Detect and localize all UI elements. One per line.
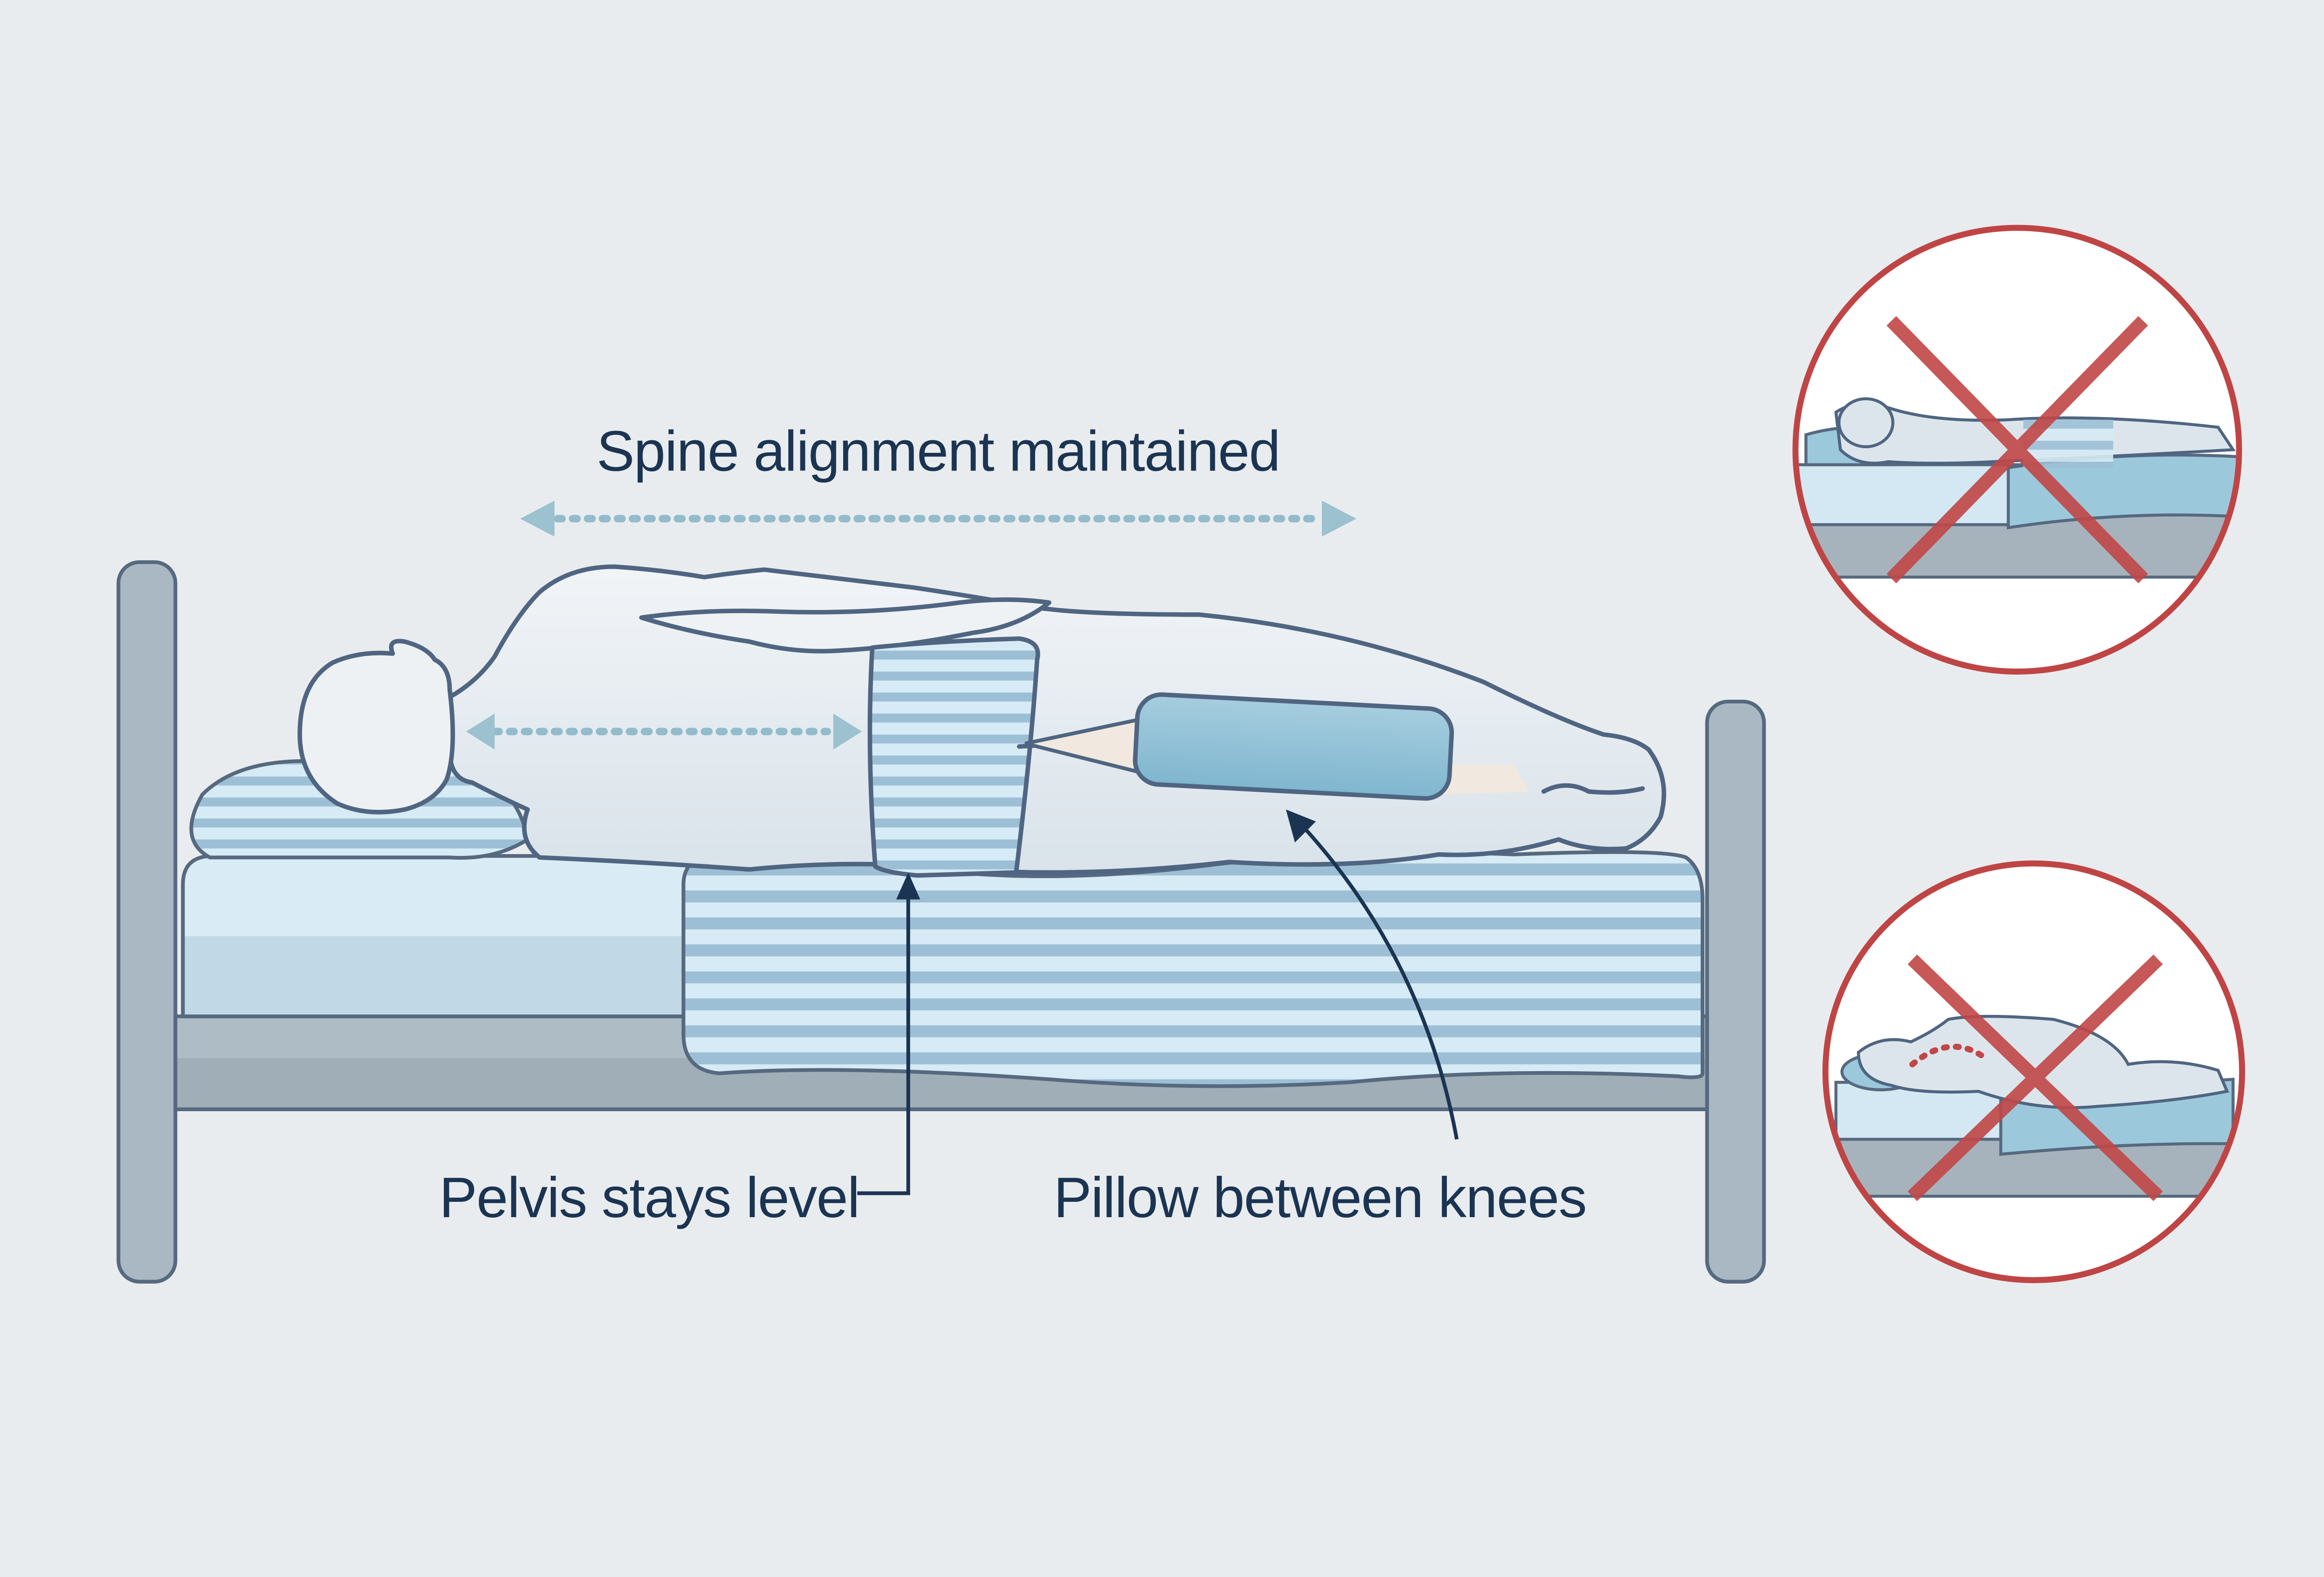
knee-pillow <box>1133 692 1454 801</box>
diagram-title: Spine alignment maintained <box>597 419 1280 483</box>
red-x-icon <box>1908 954 2163 1201</box>
pelvis-label: Pelvis stays level <box>439 1166 859 1229</box>
incorrect-example-curved-spine <box>1822 860 2245 1284</box>
spine-arrow-icon <box>466 713 862 750</box>
mattress <box>181 846 1704 1088</box>
alignment-arrow-icon <box>520 500 1357 537</box>
title-group: Spine alignment maintained <box>520 419 1357 537</box>
knee-pillow-label: Pillow between knees <box>1054 1166 1586 1229</box>
red-x-icon <box>1886 316 2148 583</box>
arrow-icon <box>1286 809 1316 843</box>
incorrect-example-stomach <box>1792 225 2242 675</box>
arrow-up-icon <box>896 872 920 900</box>
callout-pelvis: Pelvis stays level <box>439 872 920 1229</box>
callout-knee-pillow: Pillow between knees <box>1054 809 1587 1229</box>
